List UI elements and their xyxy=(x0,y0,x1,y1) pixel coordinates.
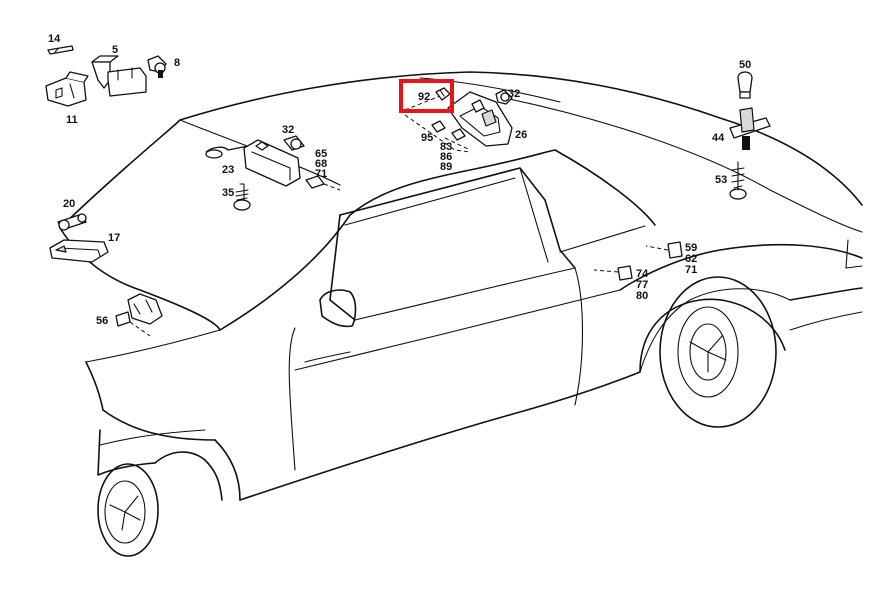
label-89: 89 xyxy=(440,161,452,173)
part-20-bulb xyxy=(57,213,87,231)
label-65: 65 xyxy=(315,148,327,160)
part-56-switch xyxy=(115,293,163,327)
leader-56 xyxy=(129,321,151,337)
label-23: 23 xyxy=(222,164,234,176)
part-11-switch xyxy=(45,71,89,107)
label-74: 74 xyxy=(636,268,649,280)
label-86: 86 xyxy=(440,151,452,163)
part-32-bulb-b xyxy=(283,135,305,151)
part-50-bulb xyxy=(737,71,753,99)
leader-83 xyxy=(444,137,471,151)
label-77: 77 xyxy=(636,279,648,291)
label-5: 5 xyxy=(112,44,118,56)
part-5-switch-housing xyxy=(91,55,147,97)
label-62: 62 xyxy=(685,253,697,265)
part-35-screw xyxy=(233,183,251,211)
leader-95 xyxy=(404,114,471,153)
label-35: 35 xyxy=(222,187,234,199)
label-8: 8 xyxy=(174,57,180,69)
part-74-tag xyxy=(593,265,633,281)
car-body-outline xyxy=(59,71,863,501)
label-68: 68 xyxy=(315,158,327,170)
front-wheel xyxy=(97,463,159,557)
label-59: 59 xyxy=(685,242,697,254)
part-44-lamp-socket xyxy=(729,107,771,150)
label-53: 53 xyxy=(715,174,727,186)
label-14: 14 xyxy=(48,33,61,45)
label-26: 26 xyxy=(515,129,527,141)
part-83-bulbs xyxy=(431,120,466,141)
part-17-lamp-housing xyxy=(49,239,109,263)
label-80: 80 xyxy=(636,290,648,302)
label-32-a: 32 xyxy=(508,88,520,100)
label-92: 92 xyxy=(418,91,430,103)
label-20: 20 xyxy=(63,198,75,210)
label-95: 95 xyxy=(421,132,433,144)
label-32-b: 32 xyxy=(282,124,294,136)
label-11: 11 xyxy=(66,114,78,126)
label-83: 83 xyxy=(440,141,452,153)
part-53-screw xyxy=(729,161,747,200)
callout-labels: 14 5 8 11 92 95 83 86 89 32 26 32 65 68 … xyxy=(48,33,751,327)
part-8-bulb-holder xyxy=(147,55,167,78)
part-26-reading-lamp xyxy=(447,91,513,147)
part-59-tag xyxy=(645,241,683,259)
part-32-bulb-a xyxy=(495,89,513,105)
part-92-bulb xyxy=(435,87,451,101)
part-23-roof-lamp xyxy=(205,139,301,187)
highlight-box-92 xyxy=(399,79,454,113)
part-65-tag xyxy=(305,175,341,191)
label-17: 17 xyxy=(108,232,120,244)
label-44: 44 xyxy=(712,132,725,144)
rear-wheel xyxy=(639,276,786,428)
leader-92 xyxy=(404,95,441,111)
label-56: 56 xyxy=(96,315,108,327)
label-71-b: 71 xyxy=(685,264,697,276)
part-14-clip xyxy=(47,45,74,55)
label-71-a: 71 xyxy=(315,168,327,180)
label-50: 50 xyxy=(739,59,751,71)
